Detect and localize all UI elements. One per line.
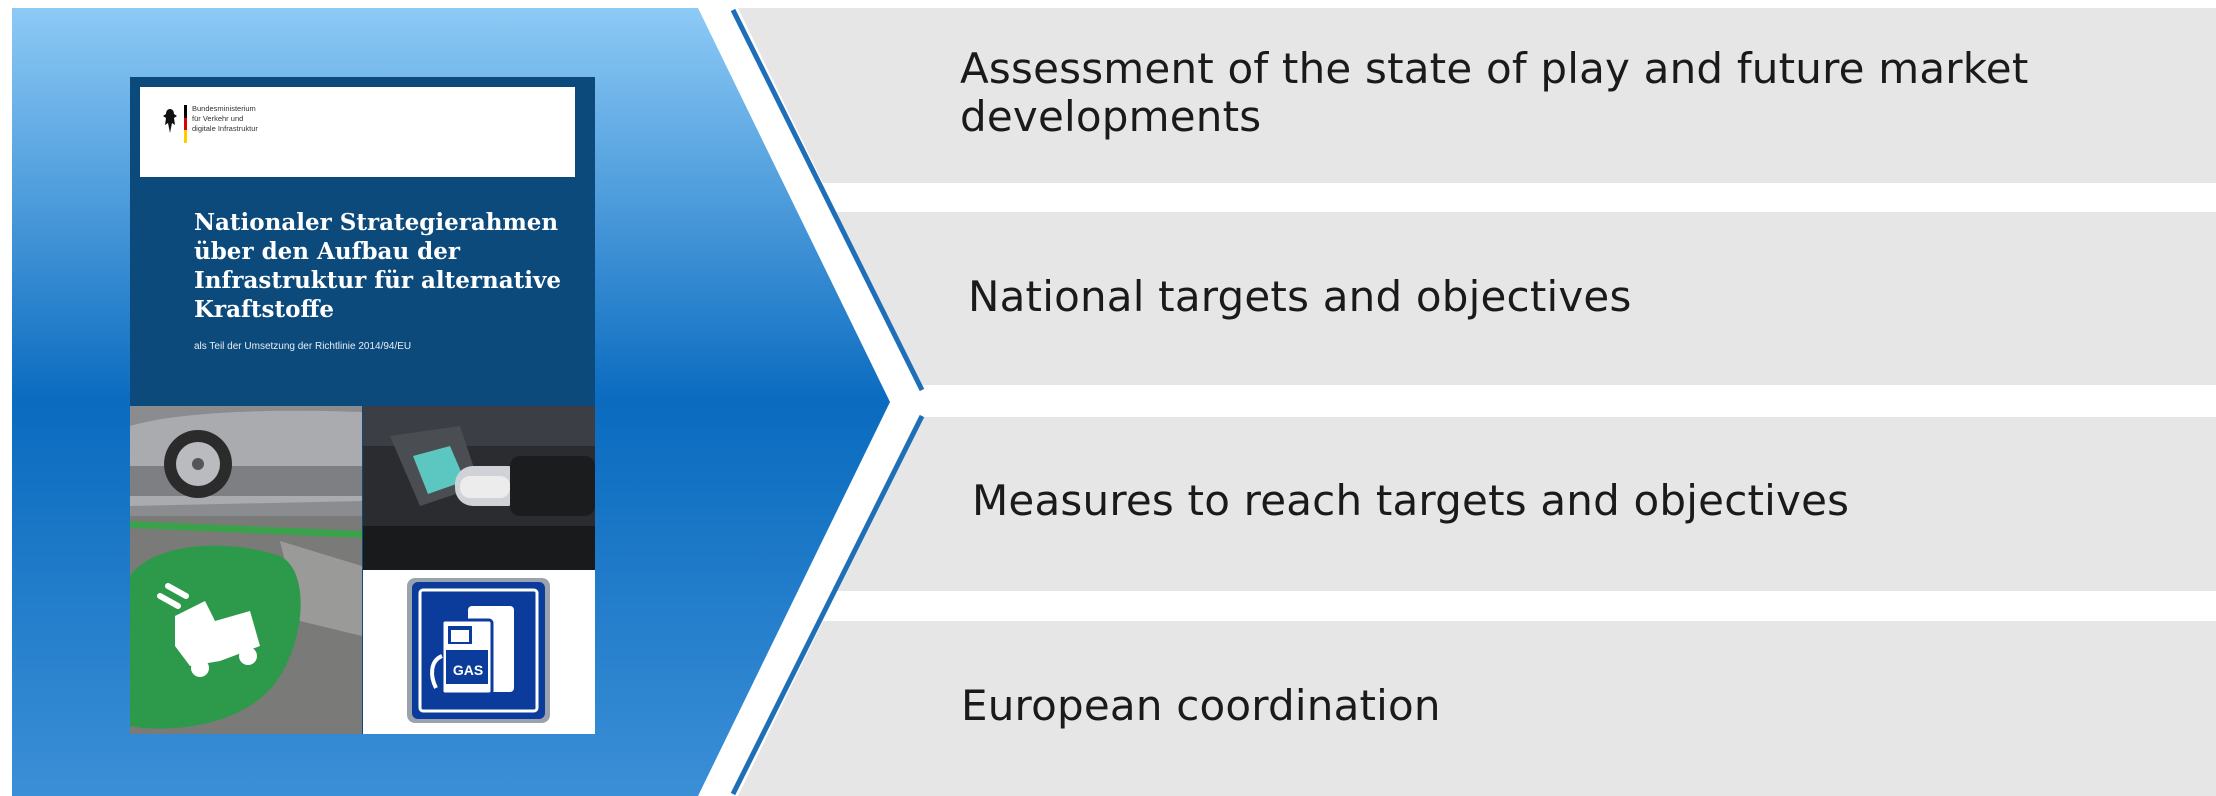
cover-title-line-4: Kraftstoffe	[194, 296, 334, 323]
cover-header: Bundesministerium für Verkehr und digita…	[140, 87, 575, 177]
cover-title-line-1: Nationaler Strategierahmen	[194, 209, 559, 236]
band-3-shape	[834, 417, 2216, 591]
cover-title-line-2: über den Aufbau der	[194, 238, 461, 265]
item-label-assessment-line-1: Assessment of the state of play and futu…	[960, 44, 2029, 93]
ministry-line-2: für Verkehr und	[192, 114, 244, 123]
item-label-measures: Measures to reach targets and objectives	[972, 476, 1850, 525]
item-label-european-coordination: European coordination	[961, 681, 1441, 730]
gas-station-sign-photo	[363, 570, 595, 734]
cover-photo-collage	[130, 406, 595, 734]
fuel-nozzle-photo	[363, 406, 595, 570]
separator-line-lower	[730, 414, 925, 796]
federal-eagle-icon	[163, 109, 177, 133]
german-flag-icon	[184, 105, 187, 143]
band-4-shape	[738, 621, 2216, 796]
item-label-assessment: Assessment of the state of play and futu…	[960, 45, 2029, 141]
cover-title: Nationaler Strategierahmen über den Aufb…	[194, 208, 574, 324]
cover-subtitle: als Teil der Umsetzung der Richtlinie 20…	[194, 341, 412, 352]
gas-sign-label: GAS	[452, 662, 484, 678]
separator-line-upper	[730, 8, 925, 392]
item-label-assessment-line-2: developments	[960, 92, 1262, 141]
ministry-line-1: Bundesministerium	[192, 104, 256, 113]
band-1-shape	[738, 8, 2216, 183]
document-cover: Bundesministerium für Verkehr und digita…	[130, 77, 595, 734]
ev-parking-photo	[130, 406, 362, 734]
ministry-line-3: digitale Infrastruktur	[192, 124, 258, 133]
band-2-shape	[834, 212, 2216, 385]
ministry-name: Bundesministerium für Verkehr und digita…	[192, 104, 312, 134]
cover-title-line-3: Infrastruktur für alternative	[194, 267, 561, 294]
item-label-national-targets: National targets and objectives	[968, 272, 1632, 321]
